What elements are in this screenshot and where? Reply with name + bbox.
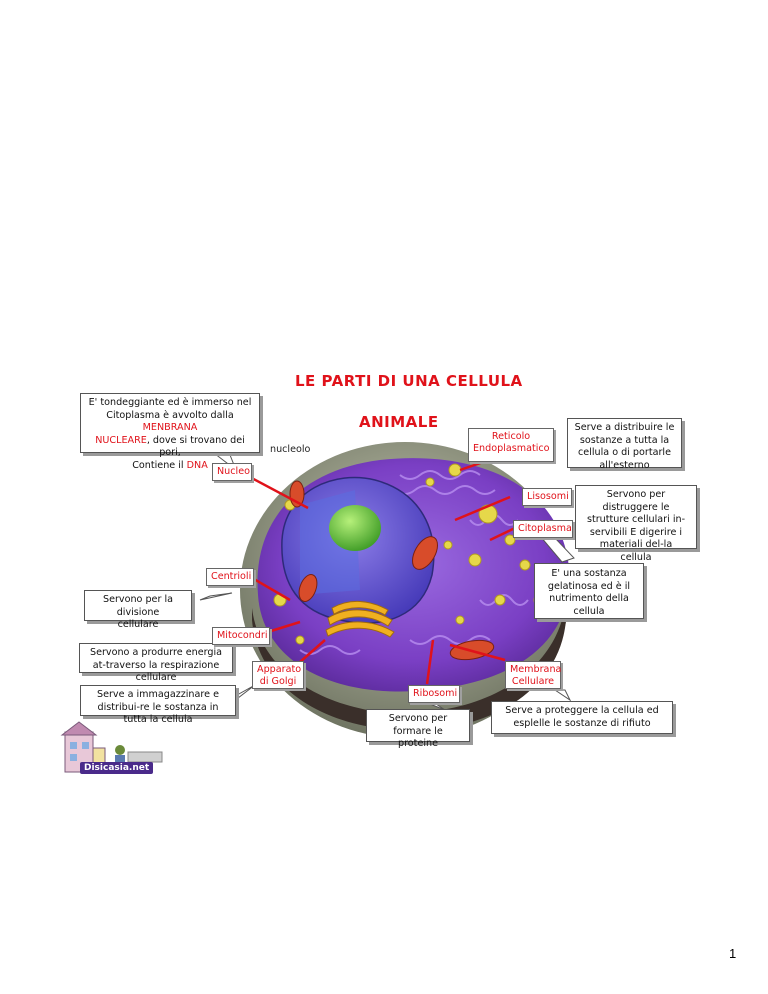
nucleolus-shape <box>329 505 381 551</box>
nucleo-desc-line2: Citoplasma è avvolto dalla <box>106 409 234 421</box>
label-membrana-line1: Membrana <box>510 664 562 675</box>
ribosomi-description: Servono per formare le proteine <box>366 709 470 749</box>
nucleo-desc-line4: Contiene il <box>132 459 187 471</box>
membrane-rim <box>252 600 566 731</box>
label-golgi-line2: di Golgi <box>259 676 297 687</box>
label-mitocondri: Mitocondri <box>212 627 270 645</box>
label-golgi-line1: Apparato <box>257 664 302 675</box>
label-lisosomi: Lisosomi <box>522 488 572 506</box>
nucleo-desc-line3: , dove si trovano dei pori, <box>146 434 245 459</box>
reticolo-description: Serve a distribuire le sostanze a tutta … <box>567 418 682 471</box>
label-nucleolo: nucleolo <box>270 444 311 455</box>
page-subtitle: ANIMALE <box>359 413 439 431</box>
label-membrana: Membrana Cellulare <box>505 661 561 689</box>
logo-text[interactable]: Disicasia.net <box>80 762 154 774</box>
label-reticolo-line1: Reticolo <box>491 431 531 442</box>
nucleo-description: E' tondeggiante ed è immerso nel Citopla… <box>80 393 260 471</box>
citoplasma-description: E' una sostanza gelatinosa ed è il nutri… <box>534 563 644 619</box>
label-golgi: Apparato di Golgi <box>252 661 304 689</box>
label-reticolo: Reticolo Endoplasmatico <box>468 428 554 462</box>
golgi-description: Serve a immagazzinare e distribui-re le … <box>80 685 236 725</box>
nucleo-desc-dna: DNA <box>186 459 208 471</box>
nucleo-desc-nucleare: NUCLEARE <box>95 434 147 446</box>
lisosomi-description: Servono per distruggere le strutture cel… <box>575 485 697 563</box>
label-membrana-line2: Cellulare <box>511 676 555 687</box>
page-title: LE PARTI DI UNA CELLULA <box>295 372 523 390</box>
page-number: 1 <box>729 946 737 961</box>
label-citoplasma: Citoplasma <box>513 520 573 538</box>
golgi-apparatus <box>325 601 395 638</box>
nucleo-desc-membrana: MENBRANA <box>142 422 198 433</box>
label-reticolo-line2: Endoplasmatico <box>473 443 550 454</box>
mitocondri-description: Servono a produrre energia at-traverso l… <box>79 643 233 683</box>
centrioli-description: Servono per la divisione cellulare <box>84 590 192 630</box>
label-ribosomi: Ribosomi <box>408 685 460 703</box>
label-nucleo: Nucleo <box>212 463 252 481</box>
label-centrioli: Centrioli <box>206 568 254 586</box>
nucleo-desc-line1: E' tondeggiante ed è immerso nel <box>88 397 252 408</box>
membrana-description: Serve a proteggere la cellula ed esplell… <box>491 701 673 734</box>
